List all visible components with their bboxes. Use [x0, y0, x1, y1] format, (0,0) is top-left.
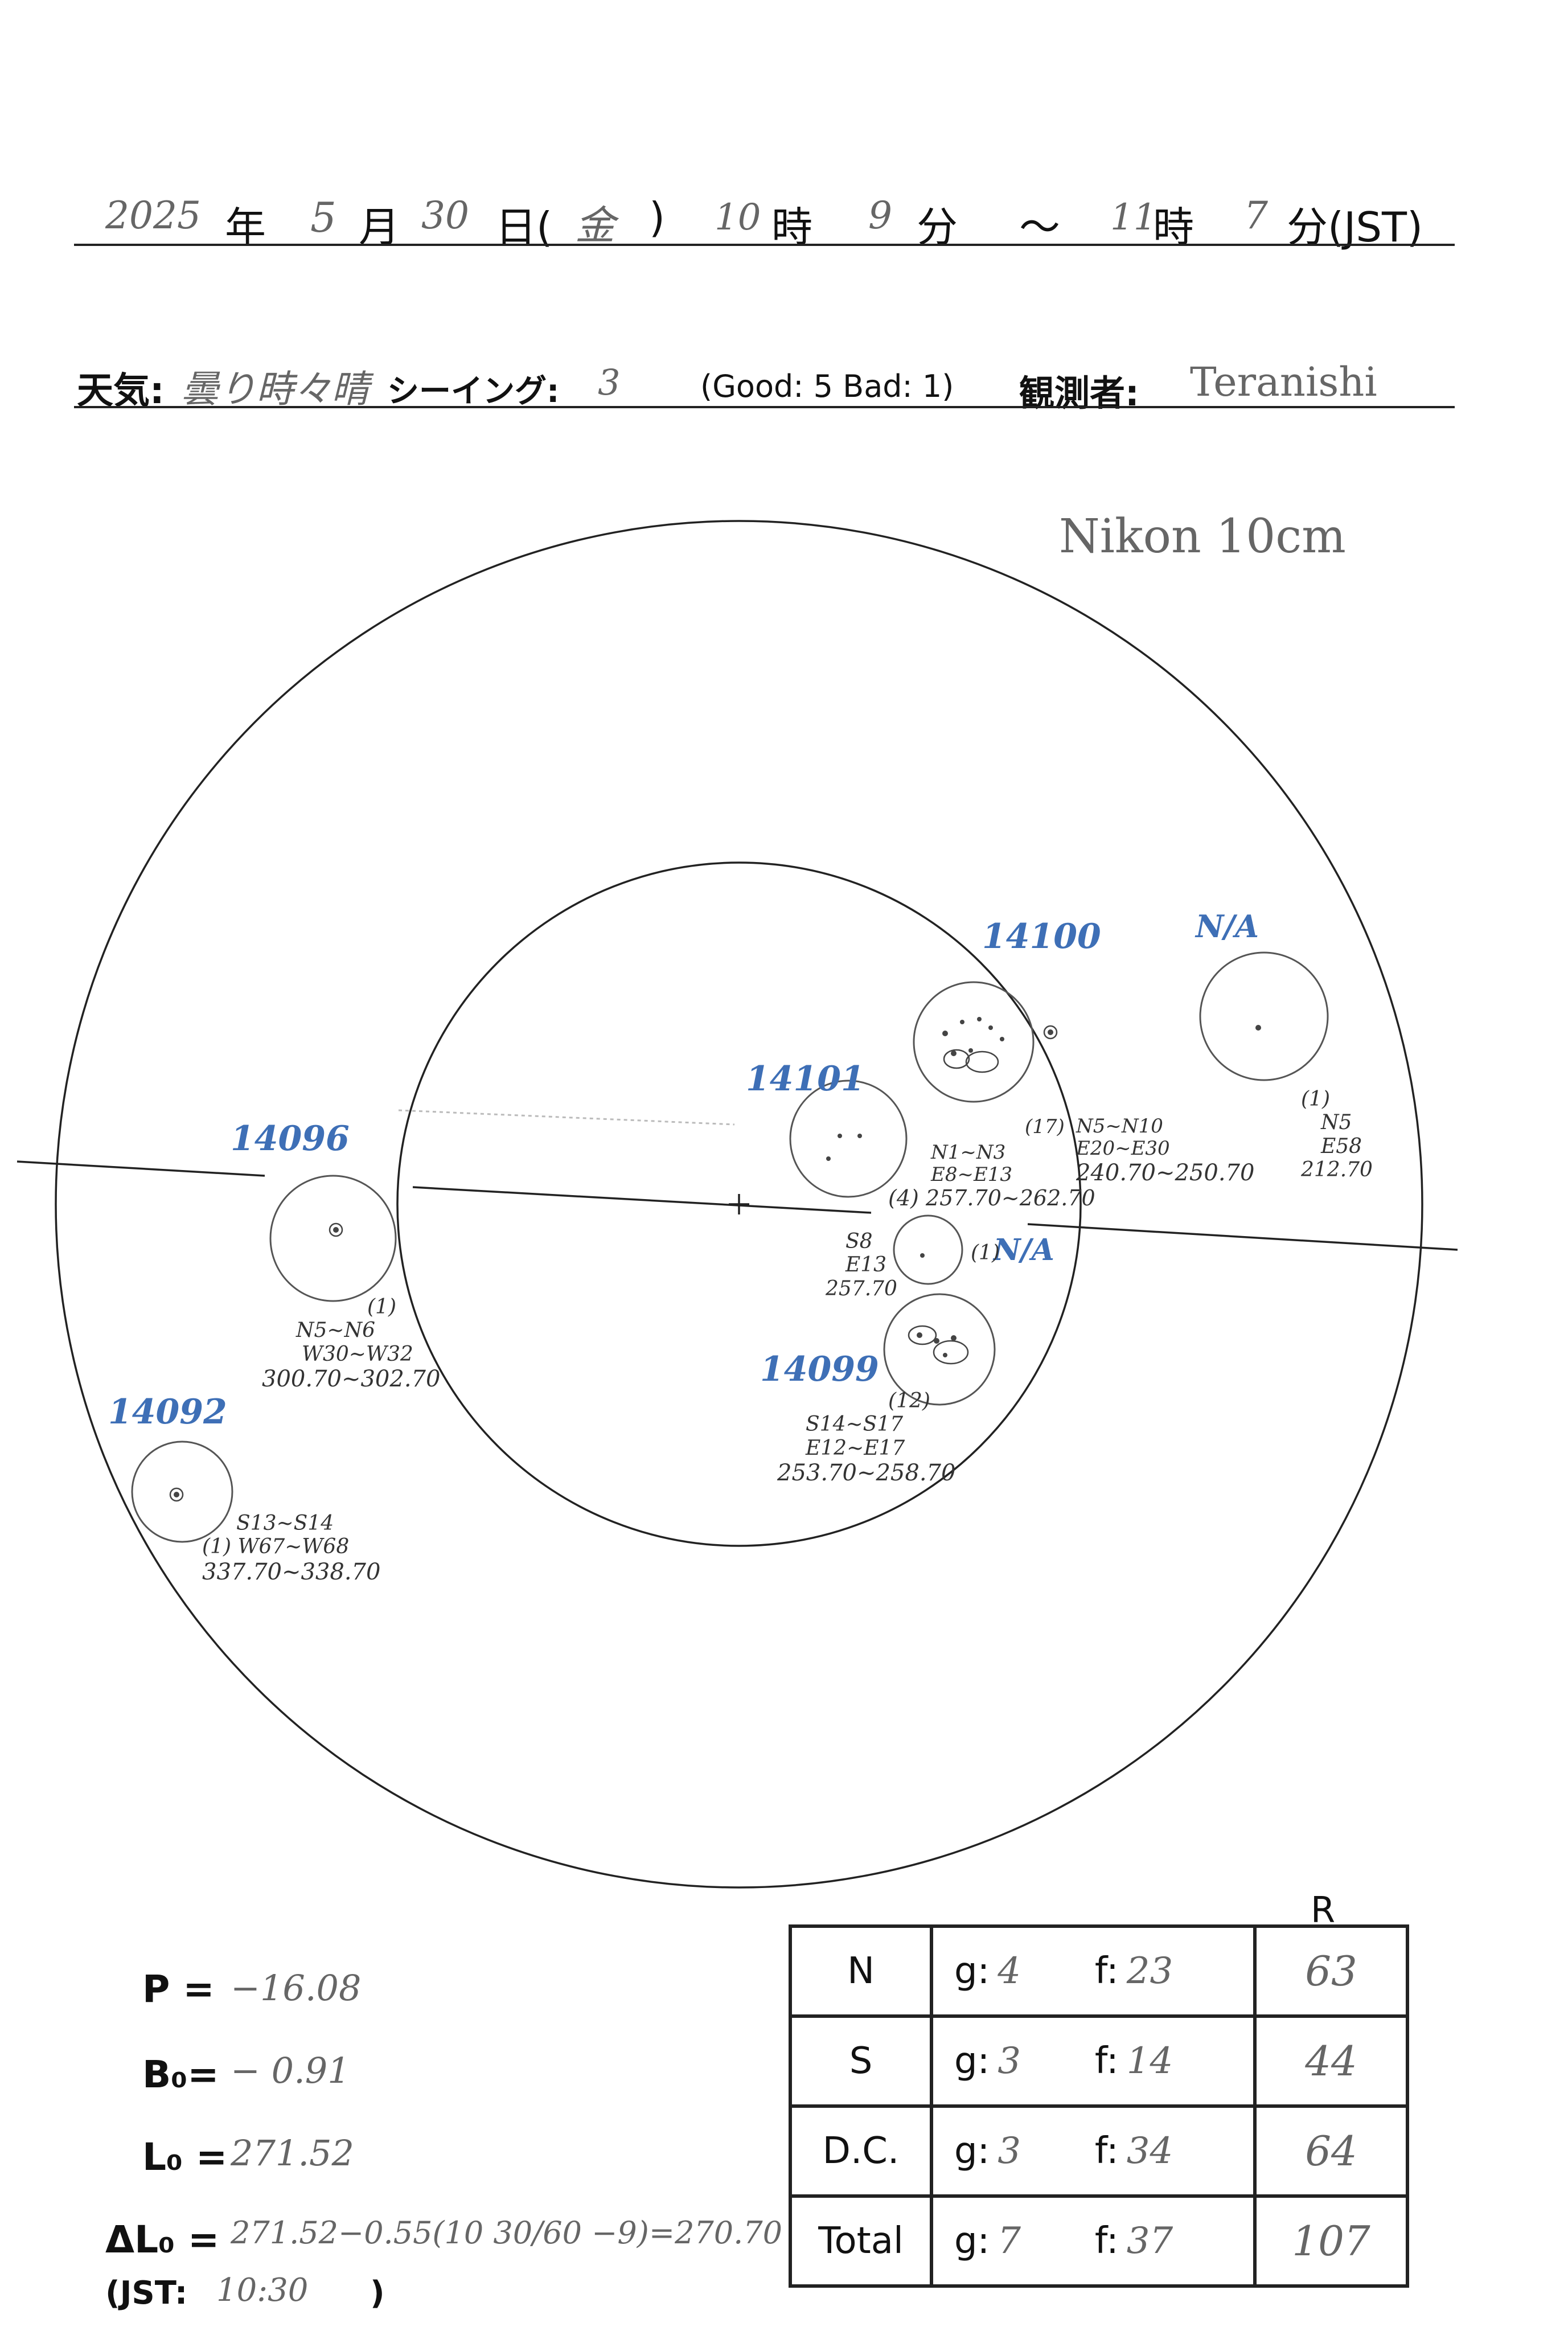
delta-l0-label: ΔL₀ =: [105, 2218, 220, 2262]
disk-axis-center: [412, 1186, 872, 1214]
seeing-label: シーイング:: [387, 373, 560, 410]
end-min-value: 7: [1244, 194, 1268, 237]
r-cell: 107: [1253, 2194, 1409, 2288]
start-min-unit: 分: [917, 203, 958, 251]
spot-note-na-east: (1) N5 E58 212.70: [1301, 1087, 1373, 1182]
observer-value: Teranishi: [1190, 359, 1377, 405]
instrument-note: Nikon 10cm: [1059, 510, 1346, 564]
spot-ring-14092: [131, 1441, 233, 1543]
spot-id-14096: 14096: [231, 1119, 350, 1159]
delta-l0-formula: 271.52−0.55(10 30/60 −9)=270.70: [231, 2215, 783, 2251]
f-value: 14: [1126, 2040, 1173, 2082]
seeing-scale: (Good: 5 Bad: 1): [700, 368, 954, 404]
row-label: D.C.: [789, 2104, 933, 2198]
g-value: 7: [998, 2220, 1021, 2262]
spot-id-na-east: N/A: [1196, 908, 1259, 945]
r-value: 44: [1305, 2037, 1357, 2085]
time-range-tilde: ～: [1019, 203, 1061, 251]
disk-axis-left: [17, 1160, 265, 1177]
faint-dotted-line: [398, 1109, 735, 1126]
seeing-value: 3: [598, 362, 621, 403]
spot-ring-na-small: [893, 1214, 963, 1285]
spot-id-na-small: N/A: [994, 1233, 1054, 1267]
p-value: −16.08: [231, 1967, 362, 2009]
end-min-unit: 分(JST): [1287, 203, 1423, 251]
spot-ring-14096: [269, 1175, 397, 1302]
jst-label: (JST:: [105, 2275, 188, 2312]
p-label: P =: [142, 1967, 215, 2011]
spot-id-14099: 14099: [760, 1349, 879, 1389]
jst-close: ): [370, 2275, 385, 2312]
spot-ring-14101: [789, 1080, 908, 1198]
spot-note-na-small: (1) S8 E13 257.70: [826, 1230, 1000, 1300]
year-unit: 年: [225, 203, 266, 251]
r-cell: 63: [1253, 1924, 1409, 2018]
g-value: 3: [998, 2040, 1021, 2082]
start-min-value: 9: [868, 194, 892, 237]
spot-note-14099: (12) S14~S17 E12~E17 253.70~258.70: [777, 1389, 956, 1487]
b0-label: B₀=: [142, 2053, 219, 2096]
l0-value: 271.52: [231, 2132, 354, 2174]
f-value: 34: [1126, 2130, 1173, 2172]
g-value: 3: [998, 2130, 1021, 2172]
inner-reference-circle: [396, 861, 1082, 1547]
spot-id-14092: 14092: [108, 1392, 227, 1432]
spot-note-14100: (17) N5~N10 E20~E30 240.70~250.70: [1025, 1115, 1255, 1187]
row-label: N: [789, 1924, 933, 2018]
start-hour-unit: 時: [771, 203, 813, 251]
jst-value: 10:30: [216, 2272, 309, 2309]
r-cell: 64: [1253, 2104, 1409, 2198]
weather-value: 曇り時々晴: [181, 367, 369, 411]
spot-note-14101: N1~N3 E8~E13 (4) 257.70~262.70: [888, 1141, 1095, 1211]
disk-axis-right: [1027, 1223, 1458, 1251]
r-cell: 44: [1253, 2014, 1409, 2108]
r-value: 64: [1305, 2127, 1357, 2175]
b0-value: − 0.91: [231, 2050, 350, 2091]
day-unit: 日(: [495, 203, 553, 251]
row-label: Total: [789, 2194, 933, 2288]
r-value: 107: [1292, 2217, 1370, 2265]
spot-note-14092: S13~S14 (1) W67~W68 337.70~338.70: [202, 1512, 381, 1585]
row-label: S: [789, 2014, 933, 2108]
end-hour-unit: 時: [1153, 203, 1195, 251]
f-value: 23: [1126, 1950, 1173, 1992]
spot-ring-na-east: [1199, 951, 1329, 1081]
r-column-header: R: [1311, 1889, 1336, 1931]
spot-id-14100: 14100: [982, 917, 1101, 957]
spot-ring-14100: [913, 981, 1035, 1103]
weather-label: 天気:: [77, 370, 165, 412]
start-hour-value: 10: [715, 196, 761, 239]
solar-disk-outline: [55, 520, 1423, 1889]
spot-ring-14099: [883, 1293, 996, 1406]
spot-id-14101: 14101: [746, 1059, 865, 1099]
month-value: 5: [310, 194, 336, 241]
month-unit: 月: [359, 203, 400, 251]
conditions-underline: [74, 406, 1455, 408]
end-hour-value: 11: [1110, 196, 1157, 239]
f-value: 37: [1126, 2220, 1173, 2262]
year-value: 2025: [105, 194, 201, 237]
date-underline: [74, 244, 1455, 246]
g-value: 4: [998, 1950, 1021, 1992]
l0-label: L₀ =: [142, 2135, 228, 2179]
r-value: 63: [1305, 1947, 1357, 1995]
weekday-value: 金: [575, 202, 615, 249]
day-value: 30: [421, 194, 469, 237]
paren-close: ): [649, 194, 666, 241]
spot-note-14096: (1) N5~N6 W30~W32 300.70~302.70: [262, 1295, 441, 1393]
